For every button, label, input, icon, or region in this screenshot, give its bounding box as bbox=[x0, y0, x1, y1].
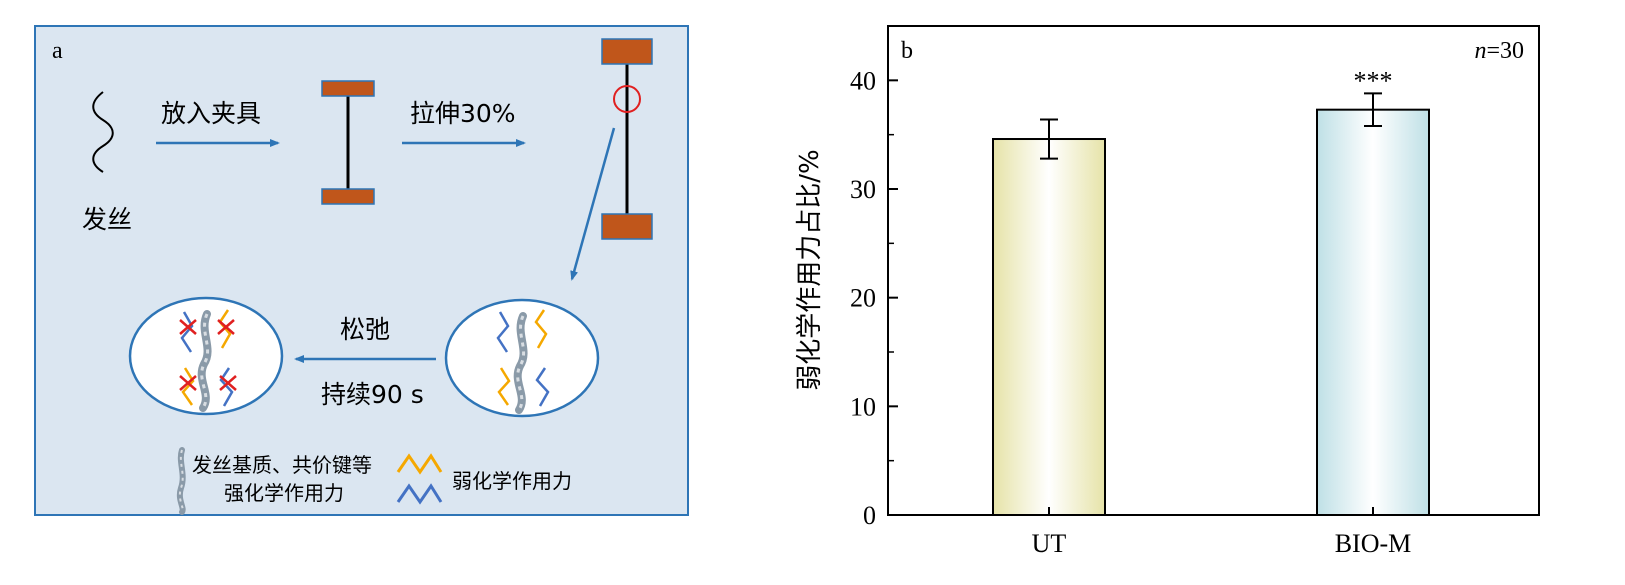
axis-layer: 0 10 20 30 40 bbox=[850, 66, 898, 530]
y-tick-label: 30 bbox=[850, 175, 876, 204]
weak-bond-icon bbox=[180, 311, 194, 353]
legend-matrix-icon bbox=[176, 447, 186, 515]
hold-label: 持续90 s bbox=[321, 380, 424, 409]
plot-frame bbox=[887, 25, 1540, 516]
panel-a-background bbox=[34, 25, 689, 516]
clamp2-bottom-block bbox=[601, 213, 653, 240]
hair-matrix-icon bbox=[513, 312, 528, 414]
y-tick-label: 40 bbox=[850, 66, 876, 95]
hair-matrix-icon bbox=[197, 310, 212, 412]
bar-bio-m bbox=[1316, 108, 1430, 516]
legend-strong-bond-icon bbox=[396, 453, 443, 475]
stretched-microstructure bbox=[444, 298, 600, 418]
legend-matrix-line2: 强化学作用力 bbox=[224, 481, 344, 505]
legend-matrix-line1: 发丝基质、共价键等 bbox=[192, 453, 372, 477]
broken-bond-marks bbox=[179, 319, 237, 391]
panel-a-label: a bbox=[52, 38, 63, 64]
strong-bond-icon bbox=[534, 309, 548, 349]
y-tick-label: 10 bbox=[850, 392, 876, 421]
strong-bond-icon bbox=[181, 367, 195, 406]
weak-bond-icon bbox=[535, 367, 550, 407]
y-tick-label: 20 bbox=[850, 284, 876, 313]
arrow-to-zoom bbox=[570, 127, 616, 281]
step1-label: 放入夹具 bbox=[161, 99, 261, 128]
bars-layer: UT *** BIO-M bbox=[992, 66, 1430, 558]
x-tick-label: UT bbox=[1032, 529, 1067, 558]
hair-strand-icon bbox=[92, 91, 114, 173]
hair-label: 发丝 bbox=[82, 205, 132, 234]
relax-label: 松弛 bbox=[340, 315, 390, 344]
panel-a-schematic: a 发丝 放入夹具 拉伸30% bbox=[34, 25, 689, 516]
clamp2-top-block bbox=[601, 38, 653, 65]
weak-bond-icon bbox=[496, 311, 510, 353]
clamp1-top-block bbox=[321, 80, 375, 97]
step2-label: 拉伸30% bbox=[410, 99, 516, 128]
weak-bond-icon bbox=[219, 367, 234, 407]
panel-a-legend: 发丝基质、共价键等 强化学作用力 弱化学作用力 bbox=[176, 447, 572, 515]
zoom-circle bbox=[613, 85, 641, 113]
relaxed-microstructure bbox=[128, 296, 284, 416]
sample-size-annotation: n=30 bbox=[1474, 38, 1524, 64]
significance-mark: *** bbox=[1354, 66, 1393, 95]
panel-b-label: b bbox=[901, 38, 913, 64]
panel-b-bar-chart: UT *** BIO-M 0 10 20 30 40 b n=30 弱化学作用力占比/% bbox=[795, 25, 1540, 558]
sample-size-value: =30 bbox=[1486, 38, 1524, 64]
clamp1-bottom-block bbox=[321, 188, 375, 205]
strong-bond-icon bbox=[497, 367, 511, 406]
legend-weak-label: 弱化学作用力 bbox=[452, 469, 572, 493]
y-axis-label: 弱化学作用力占比/% bbox=[795, 149, 825, 390]
y-tick-label: 0 bbox=[863, 501, 876, 530]
bar-ut bbox=[992, 138, 1106, 516]
legend-weak-bond-icon bbox=[396, 483, 443, 505]
sample-size-n: n bbox=[1474, 38, 1486, 64]
x-tick-label: BIO-M bbox=[1335, 529, 1412, 558]
